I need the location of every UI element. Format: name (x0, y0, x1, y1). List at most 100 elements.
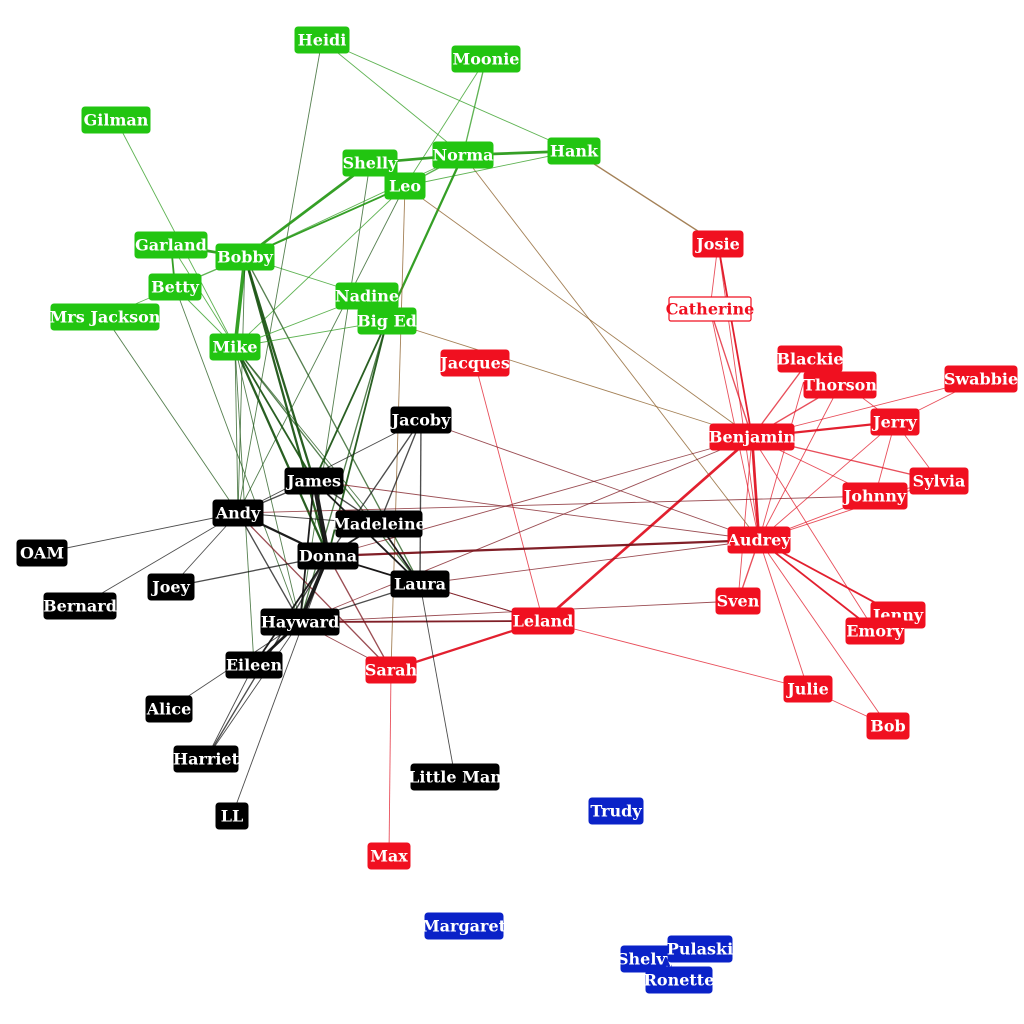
node-emory[interactable]: Emory (845, 617, 905, 645)
node-eileen[interactable]: Eileen (225, 651, 283, 679)
node-box (667, 935, 733, 963)
edge-biged-benjamin (386, 320, 753, 438)
node-benjamin[interactable]: Benjamin (709, 423, 796, 451)
edge-audrey-james (313, 480, 760, 541)
edge-eileen-harriet (205, 664, 255, 760)
node-label: Heidi (298, 31, 347, 50)
node-label: Donna (299, 547, 357, 566)
node-oam[interactable]: OAM (16, 539, 68, 567)
node-biged[interactable]: Big Ed (357, 307, 417, 335)
node-ll[interactable]: LL (215, 802, 249, 830)
node-joey[interactable]: Joey (147, 573, 195, 601)
node-laura[interactable]: Laura (390, 570, 450, 598)
node-box (297, 542, 359, 570)
node-leo[interactable]: Leo (384, 172, 426, 200)
node-norma[interactable]: Norma (432, 141, 494, 169)
node-sven[interactable]: Sven (715, 587, 761, 615)
edge-mike-hayward (234, 346, 301, 623)
node-moonie[interactable]: Moonie (451, 45, 521, 73)
node-leland[interactable]: Leland (511, 607, 575, 635)
node-bob[interactable]: Bob (866, 712, 910, 740)
node-shelly[interactable]: Shelly (342, 149, 399, 177)
node-donna[interactable]: Donna (297, 542, 359, 570)
node-jacques[interactable]: Jacques (438, 349, 510, 377)
node-jerry[interactable]: Jerry (870, 408, 920, 436)
node-julie[interactable]: Julie (783, 675, 833, 703)
edge-garland-mike (170, 244, 236, 348)
node-bobby[interactable]: Bobby (215, 243, 275, 271)
edge-leland-julie (542, 620, 809, 690)
node-garland[interactable]: Garland (134, 231, 208, 259)
node-blackie[interactable]: Blackie (776, 345, 844, 373)
node-box (212, 499, 264, 527)
node-trudy[interactable]: Trudy (588, 797, 644, 825)
node-label: Harriet (173, 750, 240, 769)
node-littleman[interactable]: Little Man (408, 763, 502, 791)
node-label: Jerry (871, 413, 918, 432)
node-james[interactable]: James (284, 467, 344, 495)
node-box (81, 106, 151, 134)
node-josie[interactable]: Josie (692, 230, 744, 258)
node-heidi[interactable]: Heidi (294, 26, 350, 54)
node-label: Sylvia (913, 472, 966, 491)
node-box (803, 371, 877, 399)
node-box (147, 573, 195, 601)
node-label: Benjamin (709, 428, 796, 447)
node-label: Madeleine (332, 515, 426, 534)
node-box (225, 651, 283, 679)
node-label: Bobby (217, 248, 274, 267)
node-swabbie[interactable]: Swabbie (944, 365, 1018, 393)
node-label: Josie (694, 235, 740, 254)
node-label: Margaret (422, 917, 507, 936)
node-mike[interactable]: Mike (209, 333, 261, 361)
edge-sarah-max (388, 669, 392, 857)
edge-mike-donna (233, 346, 330, 557)
node-catherine[interactable]: Catherine (666, 296, 755, 322)
edge-benjamin-hayward (299, 436, 753, 623)
node-bernard[interactable]: Bernard (43, 592, 117, 620)
node-shelvy[interactable]: Shelvy (617, 945, 676, 973)
node-gilman[interactable]: Gilman (81, 106, 151, 134)
node-hayward[interactable]: Hayward (260, 608, 340, 636)
node-box (367, 842, 411, 870)
edge-benjamin-audrey (750, 436, 761, 541)
node-box (870, 408, 920, 436)
edge-mike-laura (234, 346, 421, 585)
node-box (715, 587, 761, 615)
node-thorson[interactable]: Thorson (803, 371, 877, 399)
node-johnny[interactable]: Johnny (842, 482, 908, 510)
edge-benjamin-sven (737, 436, 753, 602)
node-andy[interactable]: Andy (212, 499, 264, 527)
node-sarah[interactable]: Sarah (365, 656, 418, 684)
node-nadine[interactable]: Nadine (335, 282, 399, 310)
node-box (588, 797, 644, 825)
edge-jacoby-andy (237, 419, 422, 514)
node-pulaski[interactable]: Pulaski (667, 935, 733, 963)
node-label: Leo (389, 177, 421, 196)
edge-jerry-audrey (758, 421, 896, 541)
node-audrey[interactable]: Audrey (726, 526, 791, 554)
node-box (727, 526, 791, 554)
edge-andy-oam (41, 512, 239, 554)
node-madeleine[interactable]: Madeleine (332, 510, 426, 538)
node-alice[interactable]: Alice (145, 695, 193, 723)
edge-mike-andy (234, 346, 239, 514)
edge-bobby-donna (243, 256, 330, 557)
node-ronette[interactable]: Ronette (644, 966, 715, 994)
node-hank[interactable]: Hank (547, 137, 601, 165)
node-jacoby[interactable]: Jacoby (390, 406, 452, 434)
edge-donna-ll (231, 555, 329, 817)
node-betty[interactable]: Betty (148, 273, 202, 301)
node-label: Mrs Jackson (50, 308, 161, 327)
node-mrsjackson[interactable]: Mrs Jackson (50, 303, 161, 331)
node-max[interactable]: Max (367, 842, 411, 870)
node-label: Nadine (335, 287, 399, 306)
node-label: Bob (870, 717, 905, 736)
node-harriet[interactable]: Harriet (173, 745, 240, 773)
node-sylvia[interactable]: Sylvia (909, 467, 969, 495)
edge-norma-biged (385, 154, 465, 322)
node-box (842, 482, 908, 510)
edge-biged-james (313, 320, 388, 482)
node-margaret[interactable]: Margaret (422, 912, 507, 940)
node-box (547, 137, 601, 165)
